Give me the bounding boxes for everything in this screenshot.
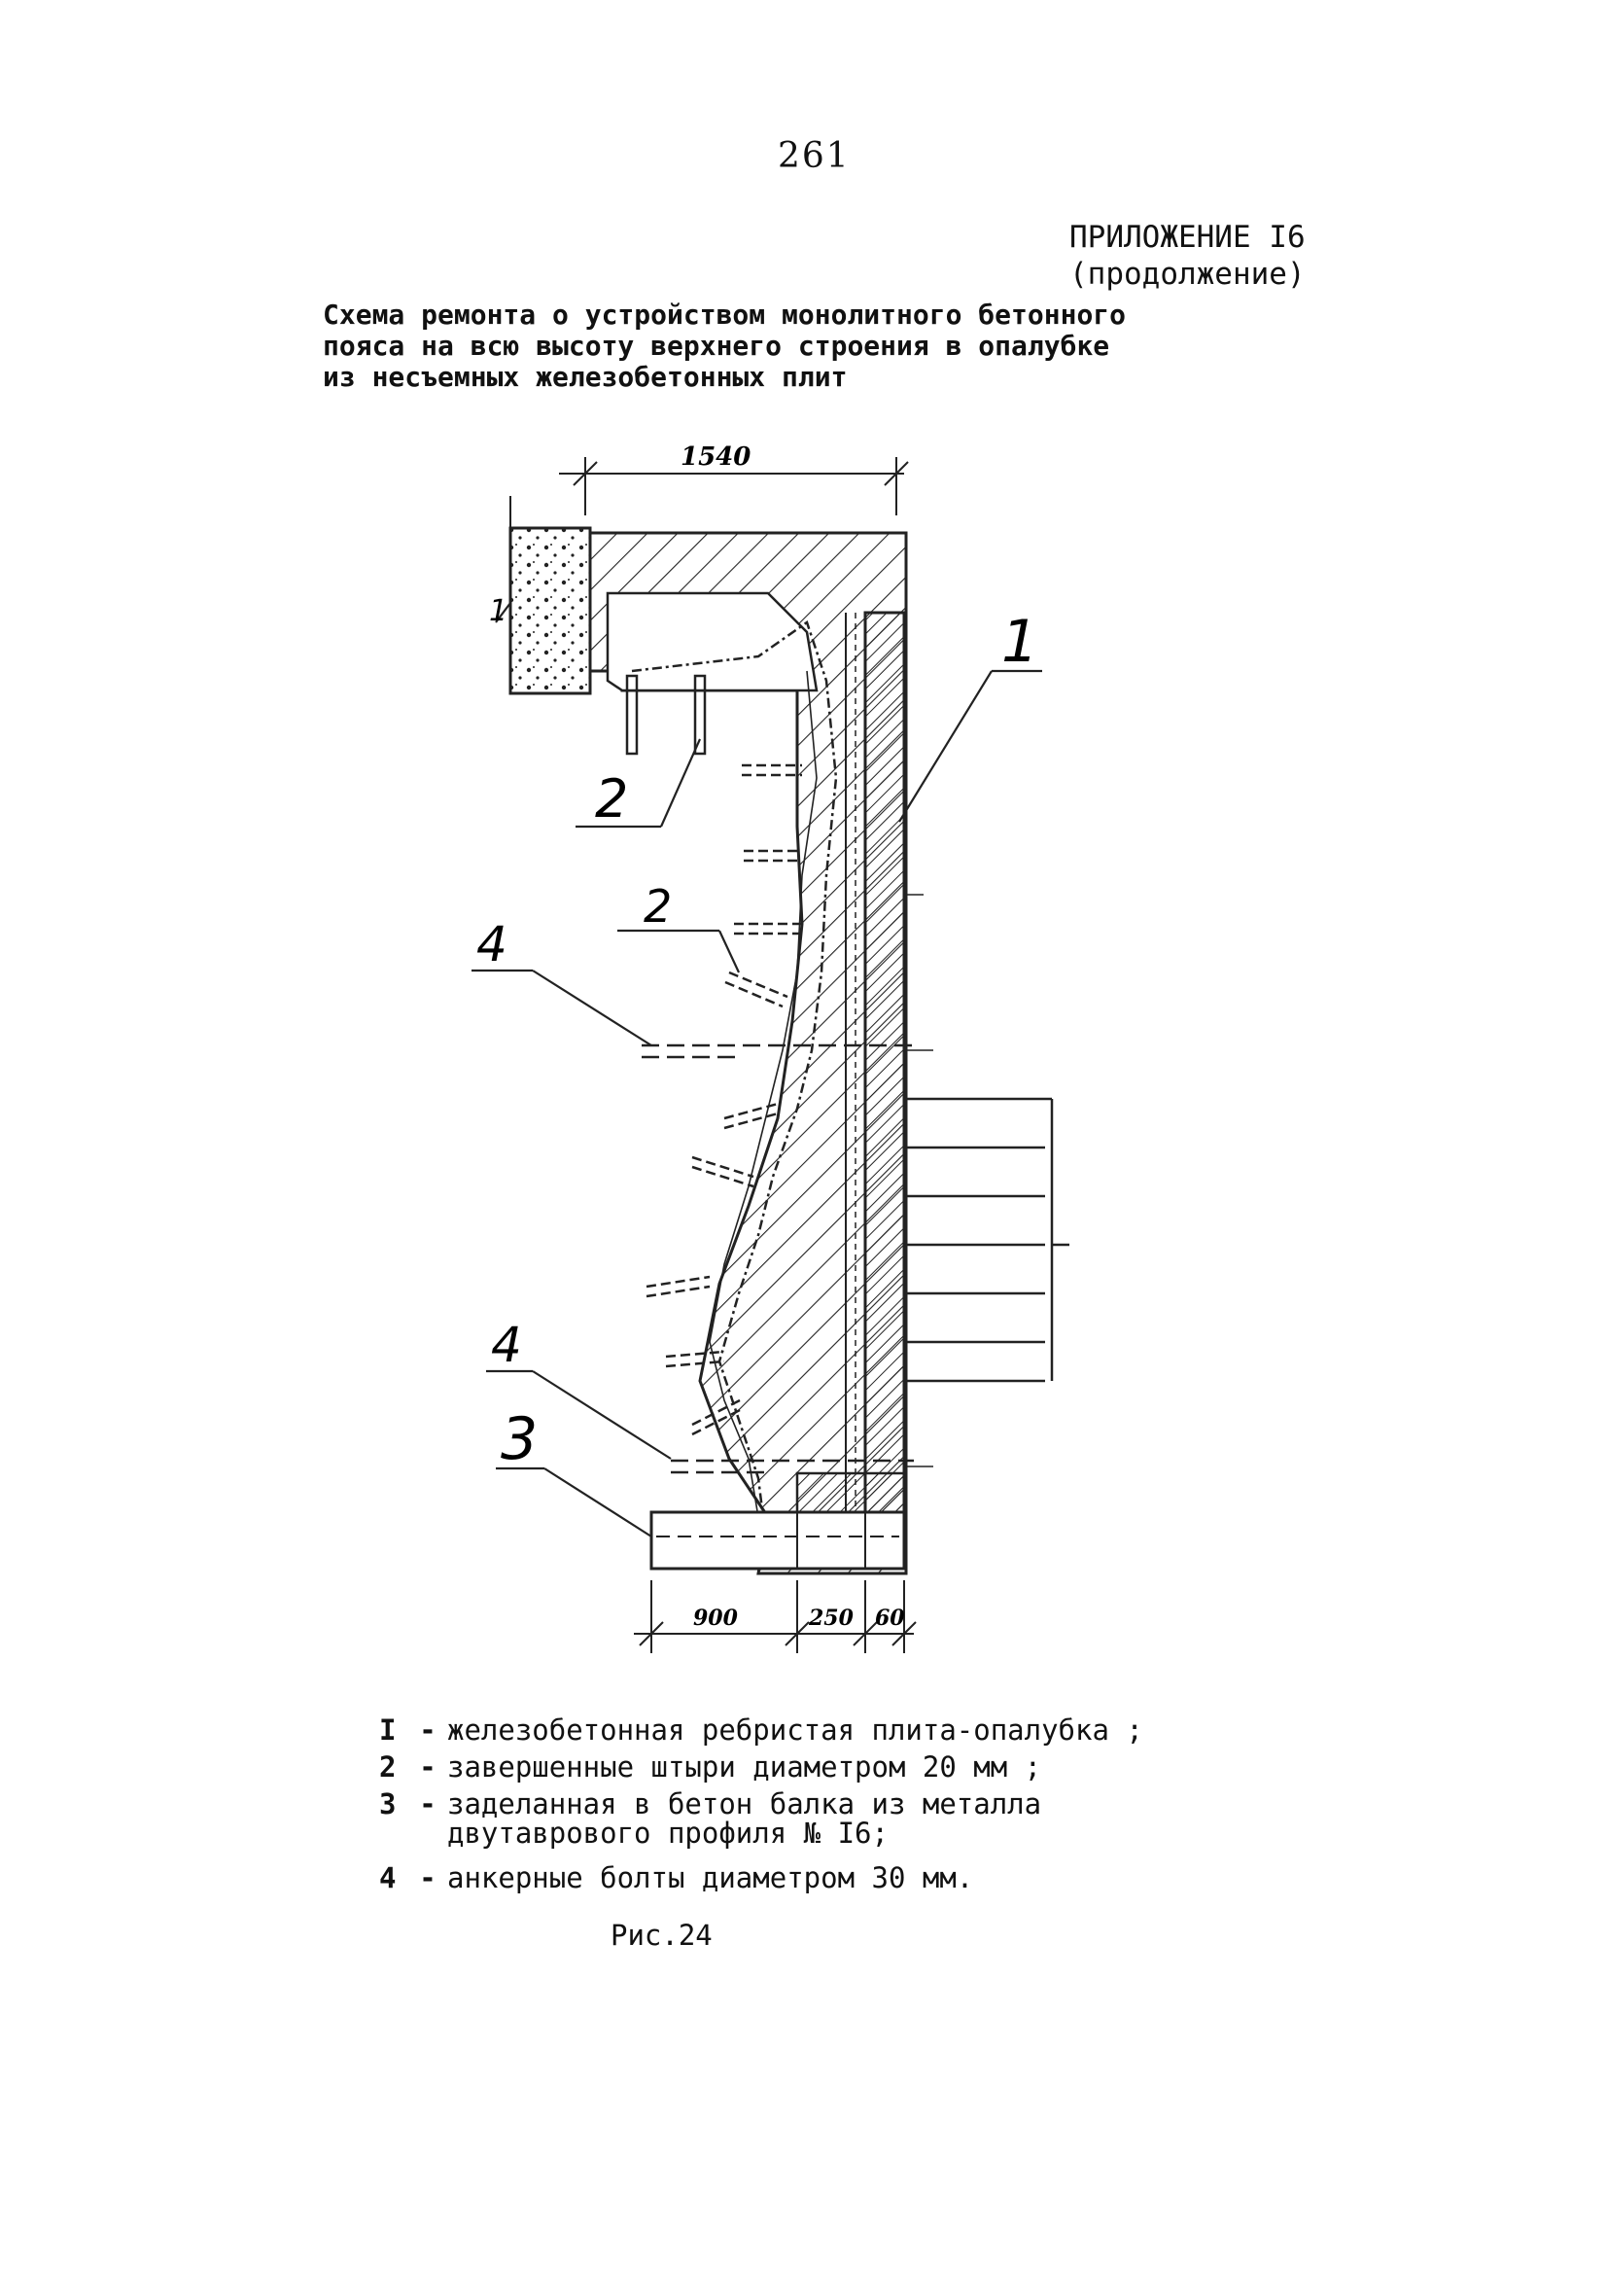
legend-item-1: I - железобетонная ребристая плита-опалу…: [379, 1712, 1143, 1748]
appendix-heading: ПРИЛОЖЕНИЕ I6 (продолжение): [1069, 219, 1306, 293]
legend-num: 2: [379, 1750, 397, 1784]
legend-item-4: 4 - анкерные болты диаметром 30 мм.: [379, 1859, 1143, 1896]
legend-num: 4: [379, 1861, 397, 1894]
old-structure-outline: [606, 591, 819, 692]
legend-num: I: [379, 1713, 397, 1747]
legend-dash: -: [419, 1787, 437, 1820]
legend-text: двутаврового профиля № I6;: [447, 1817, 889, 1850]
legend-dash: -: [419, 1713, 437, 1747]
drilled-pins: [625, 674, 802, 1436]
belt-bottom-cap: [795, 1471, 906, 1514]
appendix-subtitle: (продолжение): [1069, 257, 1306, 292]
callout-4-anchor-bolts-upper: 4: [476, 916, 507, 972]
legend: I - железобетонная ребристая плита-опалу…: [379, 1712, 1143, 1896]
legend-item-2: 2 - завершенные штыри диаметром 20 мм ;: [379, 1748, 1143, 1785]
dimension-bottom-250: 250: [808, 1606, 855, 1631]
legend-num: 3: [379, 1787, 397, 1820]
legend-item-3: 3 - заделанная в бетон балка из металла: [379, 1785, 1143, 1822]
dimension-top-width: 1540: [681, 442, 751, 472]
legend-dash: -: [419, 1861, 437, 1894]
legend-text: железобетонная ребристая плита-опалубка …: [447, 1713, 1143, 1747]
formwork-slab: [863, 611, 906, 1524]
top-dimension: [559, 457, 909, 515]
legend-item-3-continued: двутаврового профиля № I6;: [379, 1815, 1143, 1852]
callout-2-pins-middle: 2: [644, 880, 672, 933]
bottom-dimensions: [634, 1580, 917, 1653]
i-beam-profile-16: [649, 1510, 906, 1571]
legend-dash: -: [419, 1750, 437, 1784]
callout-2-pins-upper: 2: [595, 768, 628, 830]
water-body: [906, 1097, 1069, 1383]
anchor-bolts: [642, 1043, 914, 1474]
appendix-title: ПРИЛОЖЕНИЕ I6: [1069, 220, 1306, 255]
callout-4-anchor-bolts-lower: 4: [491, 1317, 522, 1373]
callout-leaders: [472, 602, 1042, 1537]
legend-text: заделанная в бетон балка из металла: [447, 1787, 1042, 1820]
dimension-bottom-900: 900: [693, 1606, 739, 1631]
callout-1-formwork-slab: 1: [1001, 608, 1038, 676]
reference-lines: [906, 894, 933, 1467]
caption-line-1: Схема ремонта о устройством монолитного …: [323, 299, 1127, 331]
page-number: 261: [778, 136, 851, 176]
existing-masonry: [508, 526, 592, 695]
caption-line-2: пояса на всю высоту верхнего строения в …: [323, 330, 1110, 362]
repair-zone-boundary: [631, 620, 838, 1557]
figure-label: Рис.24: [611, 1919, 713, 1952]
legend-text: завершенные штыри диаметром 20 мм ;: [447, 1750, 1042, 1784]
callout-1-small: 1: [489, 594, 507, 628]
dimension-bottom-60: 60: [875, 1606, 905, 1631]
callout-3-i-beam: 3: [501, 1405, 538, 1473]
legend-text: анкерные болты диаметром 30 мм.: [447, 1861, 974, 1894]
figure-caption: Схема ремонта о устройством монолитного …: [323, 300, 1217, 393]
caption-line-3: из несъемных железобетонных плит: [323, 361, 848, 393]
